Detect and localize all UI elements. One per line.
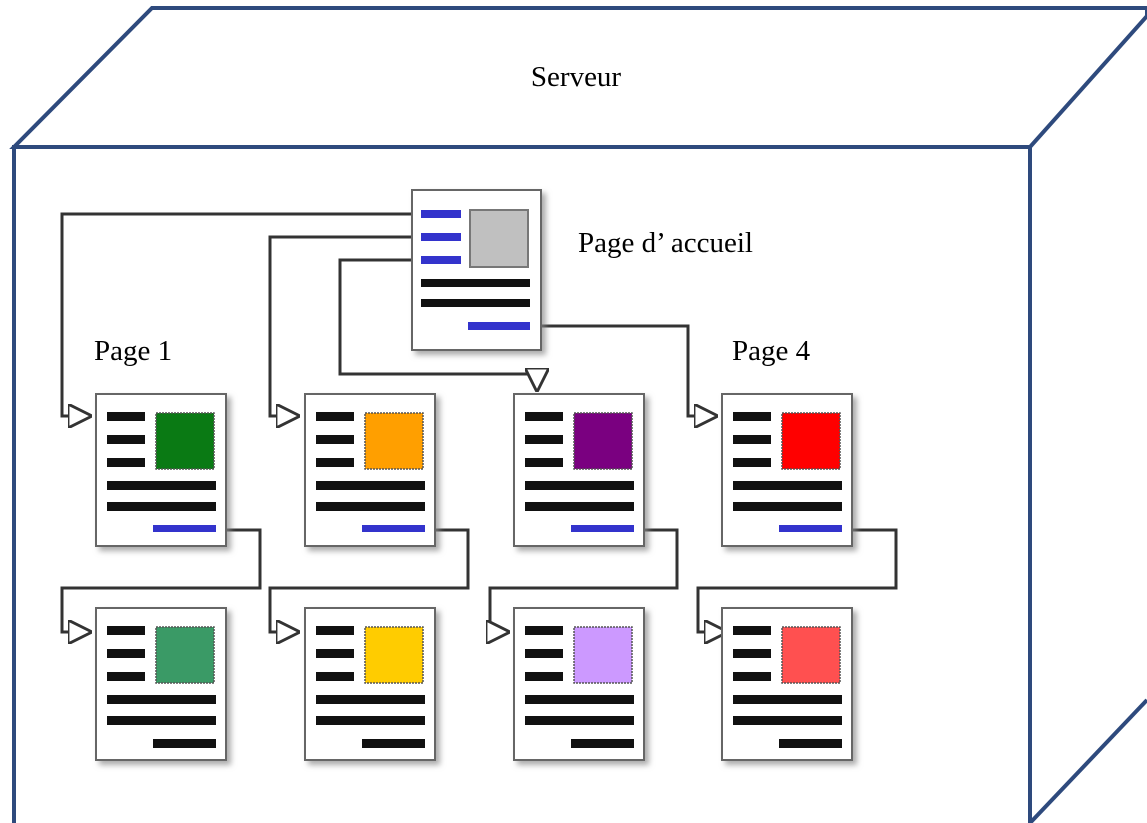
text-bar <box>316 695 425 704</box>
text-bar <box>733 481 842 490</box>
image-placeholder <box>573 626 633 684</box>
link-page-4-to-sub <box>696 528 898 632</box>
link-home-to-page-1 <box>60 212 412 416</box>
home-page-document <box>411 189 542 351</box>
text-bar <box>421 279 530 287</box>
link-home-to-page-3 <box>338 258 537 392</box>
page-4-subpage-document <box>721 607 853 761</box>
link-page-3-to-sub <box>490 528 679 632</box>
link-bar <box>421 210 461 218</box>
text-bar <box>107 502 216 511</box>
page-documents <box>95 393 853 761</box>
link-bar <box>421 233 461 241</box>
link-bar <box>571 525 634 532</box>
link-bar <box>153 525 216 532</box>
text-bar <box>733 458 771 467</box>
link-bar <box>421 256 461 264</box>
text-bar <box>571 739 634 748</box>
image-placeholder <box>469 209 529 268</box>
text-bar <box>525 695 634 704</box>
server-title: Serveur <box>531 61 622 93</box>
page-1-document <box>95 393 227 547</box>
page-3-document <box>513 393 645 547</box>
text-bar <box>421 299 530 307</box>
server-front-face <box>12 145 1032 823</box>
page-1-subpage-document <box>95 607 227 761</box>
text-bar <box>316 716 425 725</box>
page-4-document <box>721 393 853 547</box>
link-page-2-to-sub <box>268 528 470 632</box>
text-bar <box>107 672 145 681</box>
text-bar <box>107 649 145 658</box>
text-bar <box>362 739 425 748</box>
text-bar <box>525 672 563 681</box>
text-bar <box>525 502 634 511</box>
text-bar <box>733 672 771 681</box>
home-page-label: Page d’ accueil <box>578 227 753 259</box>
image-placeholder <box>155 626 215 684</box>
text-bar <box>316 626 354 635</box>
image-placeholder <box>781 626 841 684</box>
text-bar <box>107 716 216 725</box>
page-2-subpage-document <box>304 607 436 761</box>
link-home-to-page-2 <box>268 235 412 416</box>
text-bar <box>316 649 354 658</box>
image-placeholder <box>364 412 424 470</box>
text-bar <box>316 458 354 467</box>
page-3-subpage-document <box>513 607 645 761</box>
text-bar <box>107 458 145 467</box>
link-page-1-to-sub <box>60 528 262 632</box>
link-bar <box>362 525 425 532</box>
link-home-to-page-4 <box>541 324 718 416</box>
page-4-label: Page 4 <box>732 335 811 367</box>
text-bar <box>107 412 145 421</box>
text-bar <box>733 695 842 704</box>
text-bar <box>525 481 634 490</box>
text-bar <box>525 435 563 444</box>
link-bar <box>468 322 530 330</box>
text-bar <box>733 412 771 421</box>
text-bar <box>316 502 425 511</box>
text-bar <box>525 458 563 467</box>
text-bar <box>316 435 354 444</box>
image-placeholder <box>155 412 215 470</box>
text-bar <box>107 435 145 444</box>
text-bar <box>733 502 842 511</box>
text-bar <box>733 716 842 725</box>
page-1-label: Page 1 <box>94 335 172 367</box>
server-box <box>9 6 1147 823</box>
text-bar <box>107 695 216 704</box>
connectors <box>60 212 898 632</box>
page-2-document <box>304 393 436 547</box>
text-bar <box>733 435 771 444</box>
text-bar <box>525 412 563 421</box>
text-bar <box>525 649 563 658</box>
text-bar <box>733 649 771 658</box>
text-bar <box>316 481 425 490</box>
text-bar <box>107 481 216 490</box>
link-bar <box>779 525 842 532</box>
text-bar <box>733 626 771 635</box>
image-placeholder <box>781 412 841 470</box>
image-placeholder <box>364 626 424 684</box>
text-bar <box>525 626 563 635</box>
text-bar <box>153 739 216 748</box>
text-bar <box>779 739 842 748</box>
text-bar <box>525 716 634 725</box>
text-bar <box>316 672 354 681</box>
text-bar <box>316 412 354 421</box>
image-placeholder <box>573 412 633 470</box>
text-bar <box>107 626 145 635</box>
server-side-edge <box>1028 698 1147 823</box>
